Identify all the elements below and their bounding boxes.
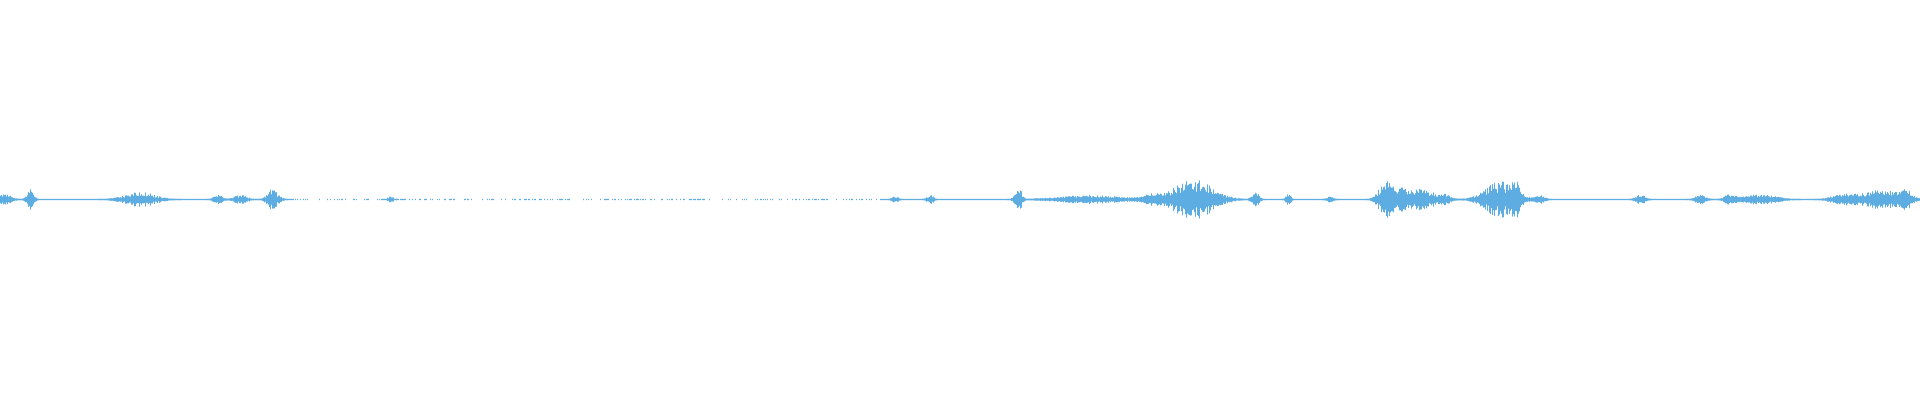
waveform-path — [0, 180, 1920, 219]
